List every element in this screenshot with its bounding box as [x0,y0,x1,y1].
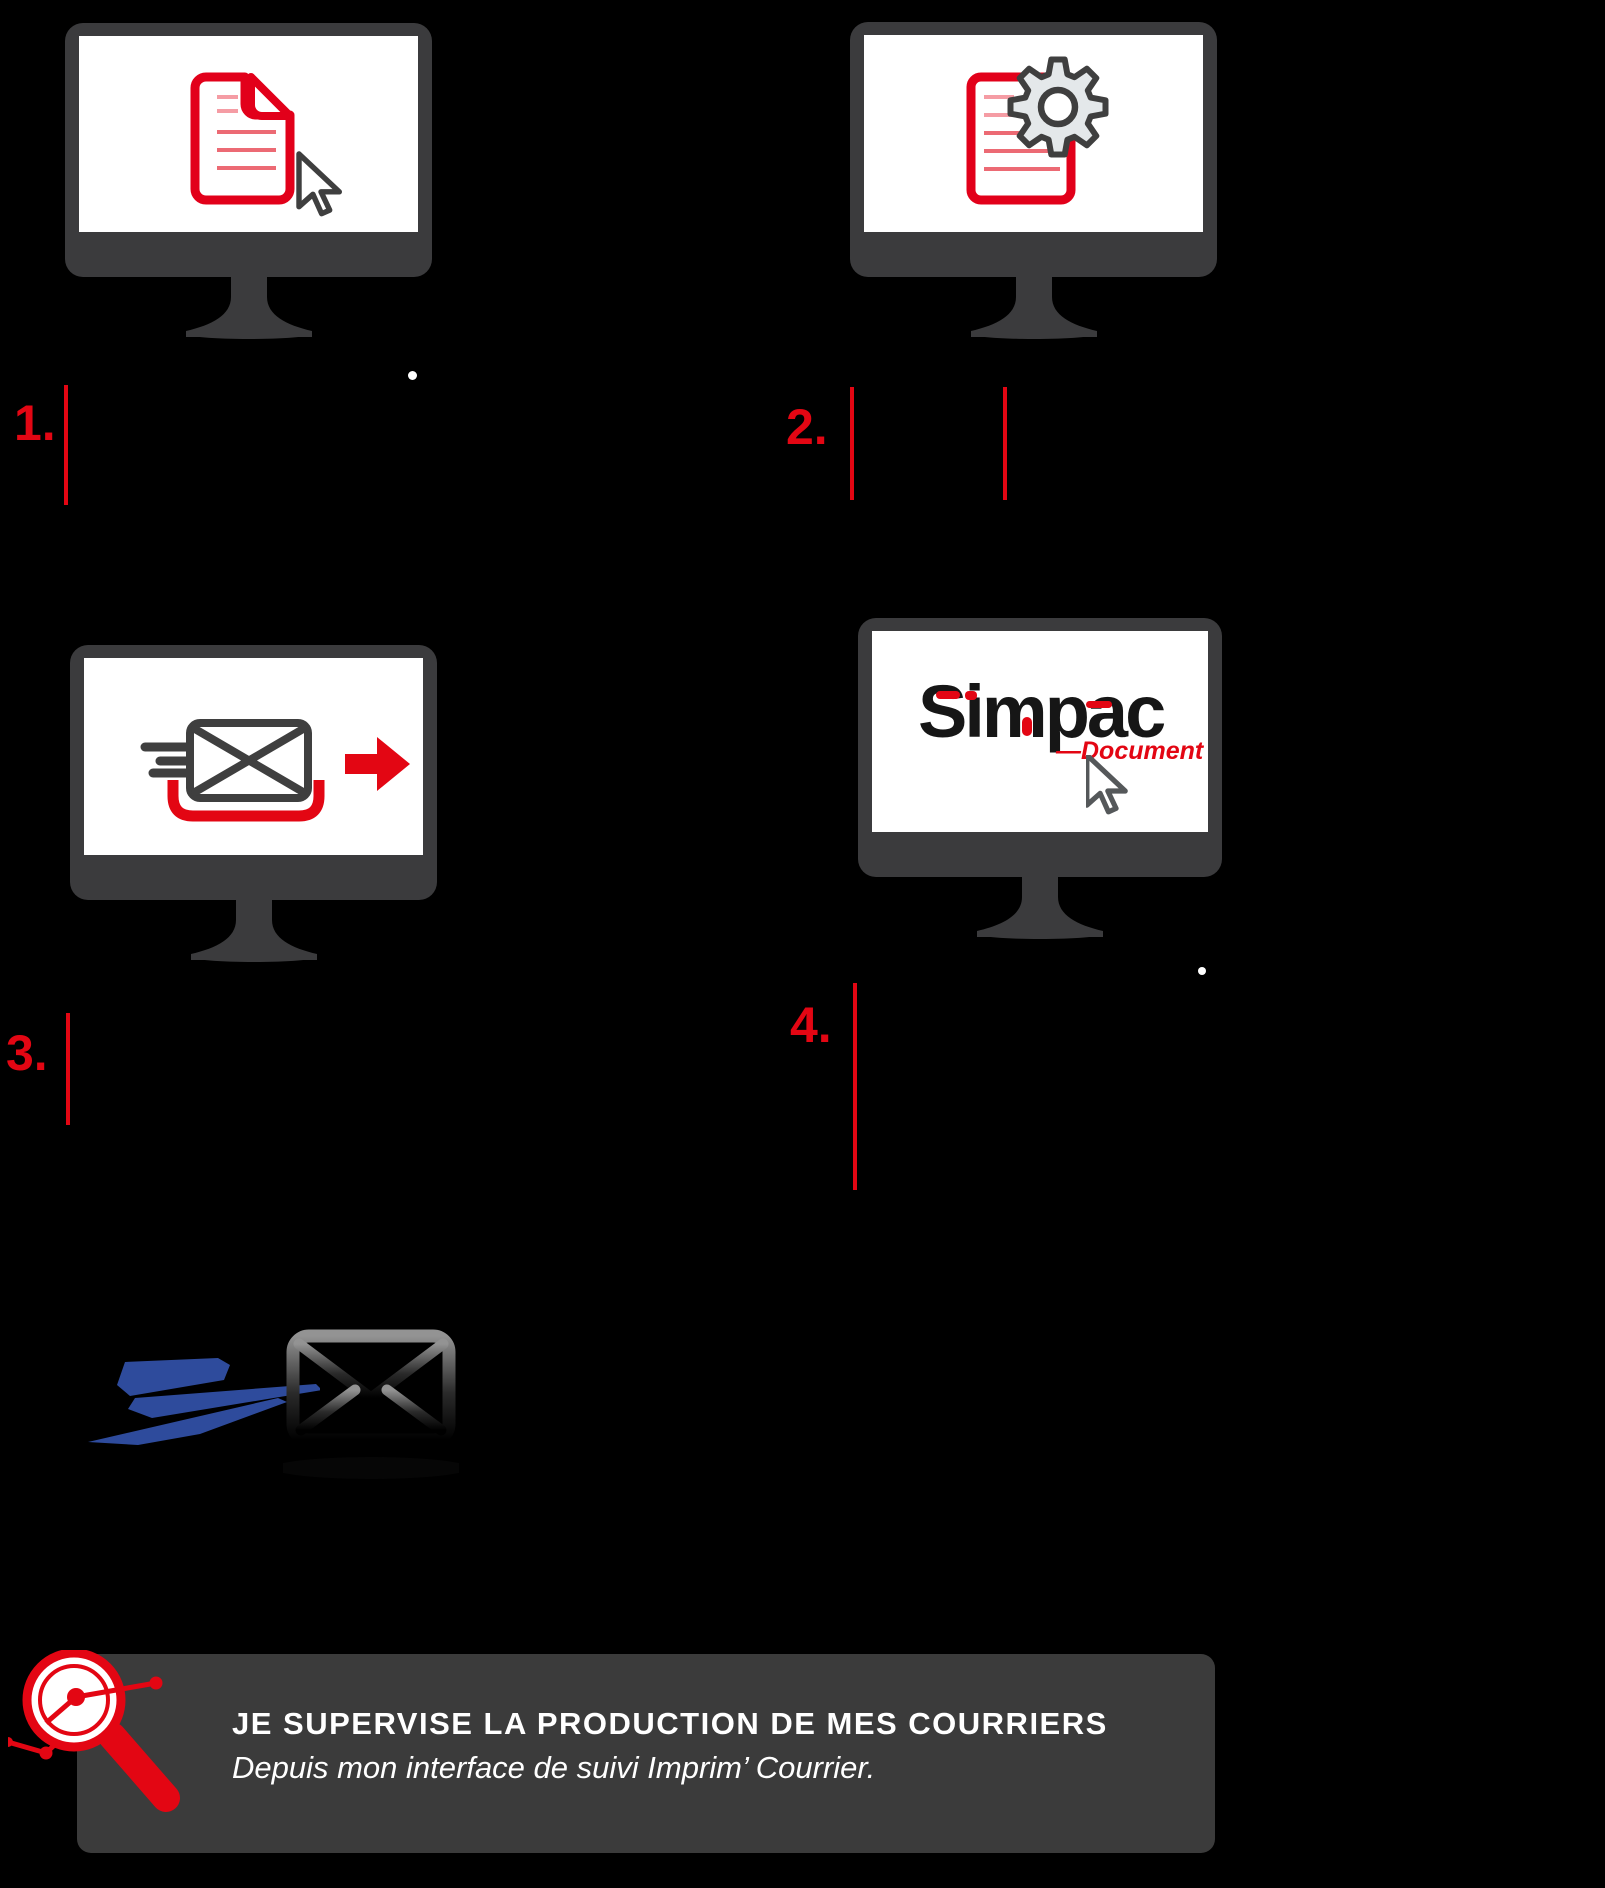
monitor-step-3 [70,645,437,962]
monitor-stand [970,275,1097,339]
monitor-step-2 [850,22,1217,339]
document-gear-icon [966,56,1109,205]
red-arrow-icon [345,737,410,791]
red-tray [167,780,325,822]
monitor-stand [977,875,1103,939]
red-guide-line [1003,387,1007,500]
cursor-icon [1086,755,1128,815]
step-3-number: 3. [6,1025,48,1081]
banner-title: JE SUPERVISE LA PRODUCTION DE MES COURRI… [232,1706,1108,1741]
monitor-2-screen [864,35,1203,232]
la-poste-bird-icon [88,1358,320,1445]
monitor-1-screen [79,36,418,232]
monitor-step-1 [65,23,432,339]
envelope-send-icon [140,719,410,822]
white-dot [1198,967,1206,975]
red-guide-line [853,983,857,1190]
monitor-4-screen: Simpac —Document [872,631,1208,832]
envelope-icon [283,1329,459,1479]
document-click-icon [190,72,343,217]
red-guide-line [850,387,854,500]
banner-subtitle: Depuis mon interface de suivi Imprim’ Co… [232,1750,876,1785]
step-1-number: 1. [14,395,56,451]
white-dot [408,371,417,380]
cursor-icon [296,151,343,217]
monitor-stand [185,275,312,339]
simpac-red-tick [1022,717,1032,736]
simpac-red-dot [965,691,977,700]
step-4-number: 4. [790,997,832,1053]
simpac-red-dash [1086,701,1112,708]
simpac-suffix: —Document [1056,737,1204,765]
magnifier-analytics-icon [8,1650,180,1812]
simpac-wordmark: Simpac [918,670,1166,753]
shadow [283,1457,459,1479]
magnifier-handle [98,1722,180,1812]
simpac-red-dash [936,691,960,699]
gear-icon [1007,56,1109,158]
supervision-banner: JE SUPERVISE LA PRODUCTION DE MES COURRI… [77,1654,1215,1853]
monitor-stand [190,898,317,962]
monitor-3-screen [84,658,423,855]
step-2-number: 2. [786,399,828,455]
red-guide-line [66,1013,70,1125]
red-guide-line [64,385,68,505]
monitor-step-4: Simpac —Document [858,618,1222,939]
